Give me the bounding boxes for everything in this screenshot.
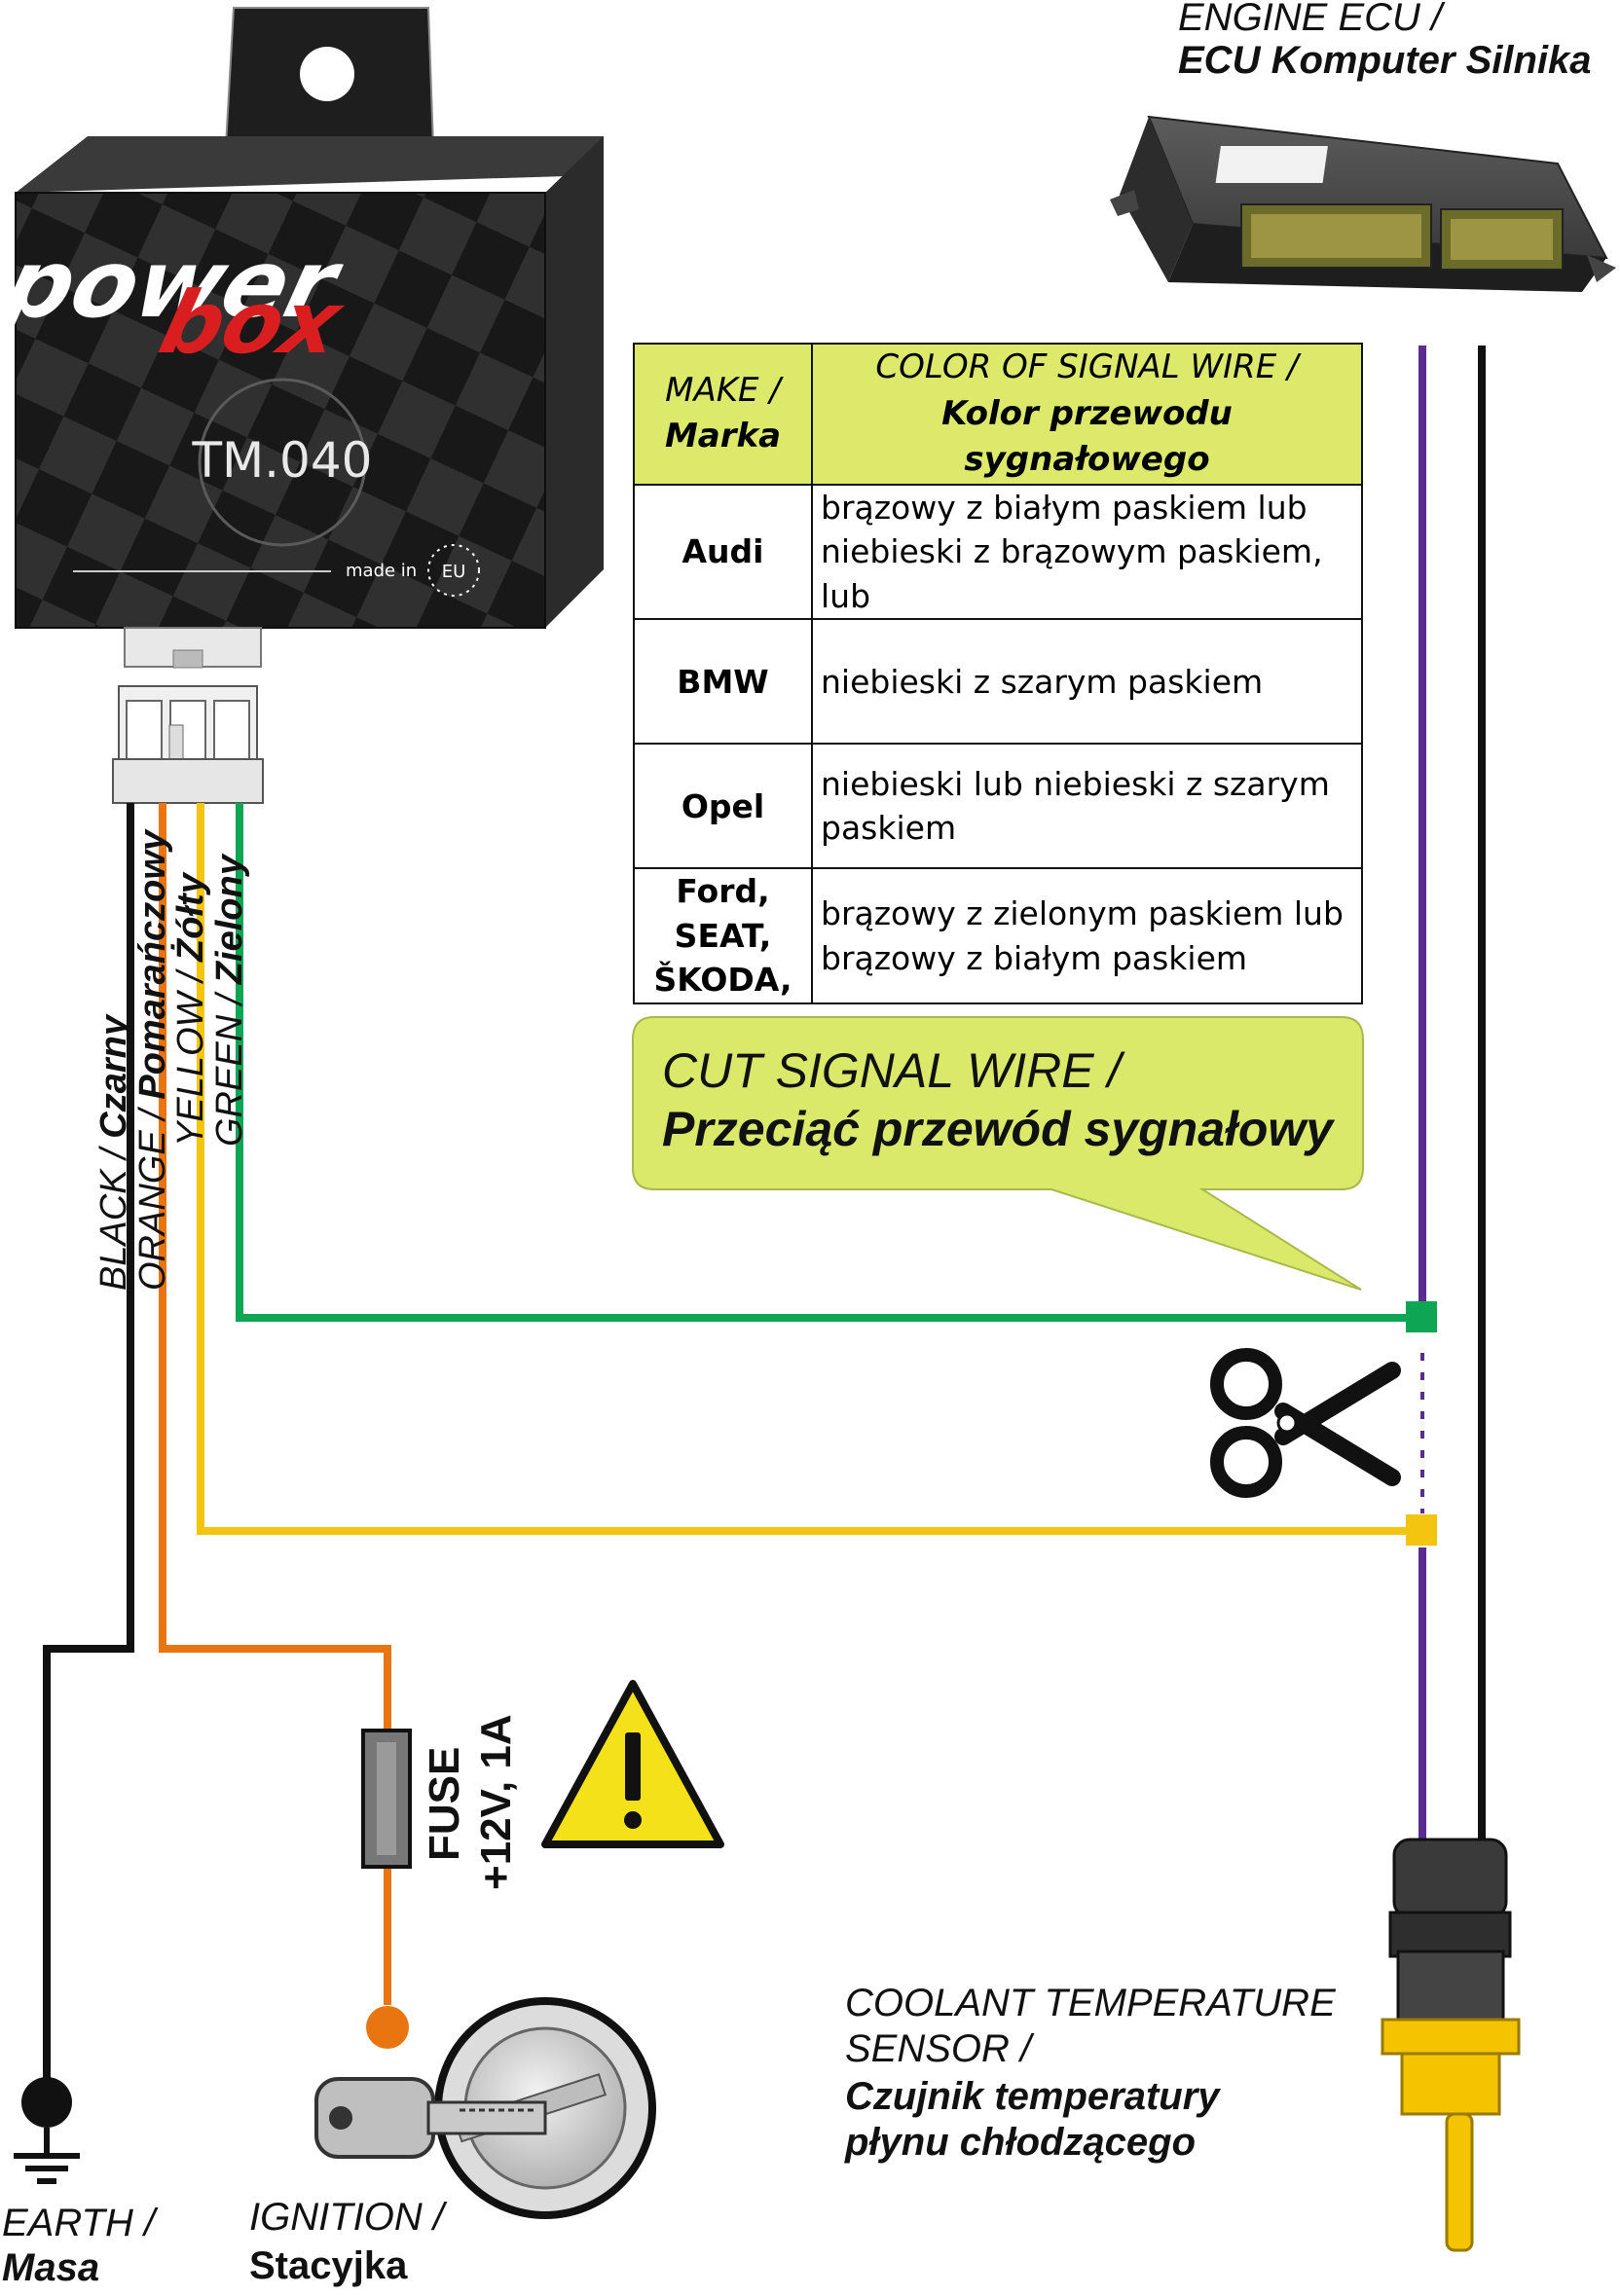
callout-bubble: [632, 1016, 1364, 1291]
ignition-switch-icon: [314, 1997, 656, 2219]
table-row: Ford, SEAT, ŠKODA, brązowy z zielonym pa…: [633, 867, 1363, 1004]
table-cell-make: Audi: [633, 483, 813, 621]
scissors-icon: [1210, 1348, 1401, 1498]
ignition-terminal: [366, 2006, 409, 2049]
table-header-make: MAKE / Marka: [633, 343, 813, 486]
ignition-label-pl: Stacyjka: [249, 2244, 408, 2287]
wire-plug: [112, 685, 264, 804]
table-cell-color: niebieski lub niebieski z szarym paskiem: [811, 743, 1363, 870]
wire-color-table: MAKE / Marka COLOR OF SIGNAL WIRE / Kolo…: [633, 343, 1363, 1004]
table-header-row: MAKE / Marka COLOR OF SIGNAL WIRE / Kolo…: [633, 343, 1363, 486]
ecu-label-pl: ECU Komputer Silnika: [1178, 39, 1592, 82]
brand-logo-top: power: [0, 230, 353, 338]
eu-text: EU: [442, 562, 466, 582]
callout-line-en: CUT SIGNAL WIRE /: [662, 1043, 1122, 1098]
coolant-sensor-icon: [1381, 1838, 1521, 2252]
ignition-label-en: IGNITION /: [249, 2196, 444, 2239]
earth-label-en: EARTH /: [2, 2202, 156, 2244]
powerbox-module: power box TM.040 made in EU: [0, 7, 604, 669]
table-header-color: COLOR OF SIGNAL WIRE / Kolor przewodu sy…: [811, 343, 1363, 486]
fuse-icon: [361, 1729, 412, 1869]
table-cell-make: BMW: [633, 618, 813, 746]
brand-logo-bottom: box: [150, 273, 352, 373]
sensor-label: COOLANT TEMPERATURE SENSOR / Czujnik tem…: [845, 1982, 1336, 2164]
mounting-hole: [300, 47, 354, 101]
table-cell-color: niebieski z szarym paskiem: [811, 618, 1363, 746]
ecu-label-en: ENGINE ECU /: [1178, 0, 1443, 39]
orange-wire: [159, 803, 391, 1732]
table-row: Audi brązowy z białym paskiem lub niebie…: [633, 483, 1363, 621]
green-wire: [236, 803, 1418, 1322]
table-cell-color: brązowy z zielonym paskiem lub brązowy z…: [811, 867, 1363, 1004]
black-wire-label: BLACK / Czarny: [93, 1014, 134, 1291]
warning-icon: [541, 1680, 724, 1848]
earth-label-pl: Masa: [2, 2246, 100, 2289]
eu-stars-icon: [427, 544, 480, 597]
yellow-wire: [197, 803, 1418, 1535]
earth-ground-icon: [14, 2077, 80, 2184]
fuse-rating-label: +12V, 1A: [472, 1714, 520, 1890]
green-wire-label: GREEN / Zielony: [209, 855, 250, 1147]
table-cell-color: brązowy z białym paskiem lub niebieski z…: [811, 483, 1363, 621]
callout-line-pl: Przeciąć przewód sygnałowy: [662, 1102, 1334, 1156]
yellow-wire-label: YELLOW / Żółty: [170, 873, 211, 1147]
engine-ecu: [1110, 115, 1616, 292]
table-row: BMW niebieski z szarym paskiem: [633, 618, 1363, 746]
table-cell-make: Ford, SEAT, ŠKODA,: [633, 867, 813, 1004]
wires: [43, 346, 1486, 2091]
yellow-splice-node: [1406, 1514, 1437, 1546]
made-in-text: made in: [346, 561, 417, 581]
model-number: TM.040: [191, 432, 372, 489]
orange-wire-label: ORANGE / Pomarańczowy: [132, 829, 173, 1291]
table-cell-make: Opel: [633, 743, 813, 870]
table-row: Opel niebieski lub niebieski z szarym pa…: [633, 743, 1363, 870]
black-wire: [43, 803, 134, 2091]
callout-text: CUT SIGNAL WIRE / Przeciąć przewód sygna…: [662, 1041, 1333, 1158]
green-splice-node: [1406, 1301, 1437, 1332]
fuse-label: FUSE: [421, 1746, 468, 1861]
